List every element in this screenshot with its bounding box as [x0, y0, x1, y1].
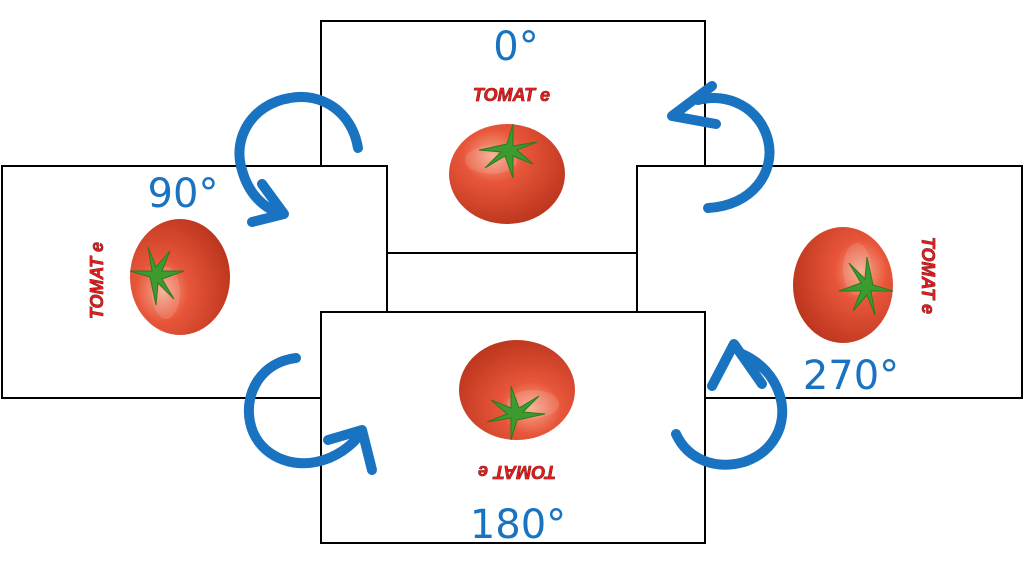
- rotation-arrow-icon: [234, 92, 363, 227]
- svg-text:e: e: [918, 304, 938, 314]
- brand-suffix-right: e: [918, 304, 939, 315]
- brand-logo-left: TOMAT: [87, 255, 108, 320]
- brand-logo-bottom: TOMAT: [492, 462, 557, 483]
- svg-text:TOMAT: TOMAT: [473, 85, 537, 105]
- angle-label-bottom: 180°: [470, 502, 566, 548]
- panel-left: 90° TOMAT e: [1, 165, 388, 399]
- angle-label-top: 0°: [493, 24, 538, 70]
- svg-text:TOMAT: TOMAT: [87, 255, 107, 319]
- angle-label-left: 90°: [148, 171, 219, 217]
- brand-logo-top: TOMAT: [473, 85, 538, 106]
- svg-text:e: e: [478, 462, 488, 482]
- brand-suffix-top: e: [540, 85, 551, 106]
- rotation-arrow-icon: [243, 353, 377, 475]
- svg-text:e: e: [87, 242, 107, 252]
- tomato-icon: [792, 226, 894, 344]
- rotation-arrow-icon: [671, 339, 788, 470]
- brand-logo-right: TOMAT: [918, 237, 939, 302]
- svg-text:TOMAT: TOMAT: [492, 462, 556, 482]
- angle-label-right: 270°: [803, 353, 899, 399]
- tomato-icon: [129, 218, 231, 336]
- brand-suffix-left: e: [87, 242, 108, 253]
- svg-text:e: e: [540, 85, 550, 105]
- svg-text:TOMAT: TOMAT: [918, 237, 938, 301]
- brand-suffix-bottom: e: [478, 462, 489, 483]
- panel-bottom: 180° TOMAT e: [320, 311, 706, 548]
- rotation-arrow-icon: [667, 81, 775, 213]
- tomato-icon: [448, 123, 566, 225]
- tomato-icon: [458, 339, 576, 441]
